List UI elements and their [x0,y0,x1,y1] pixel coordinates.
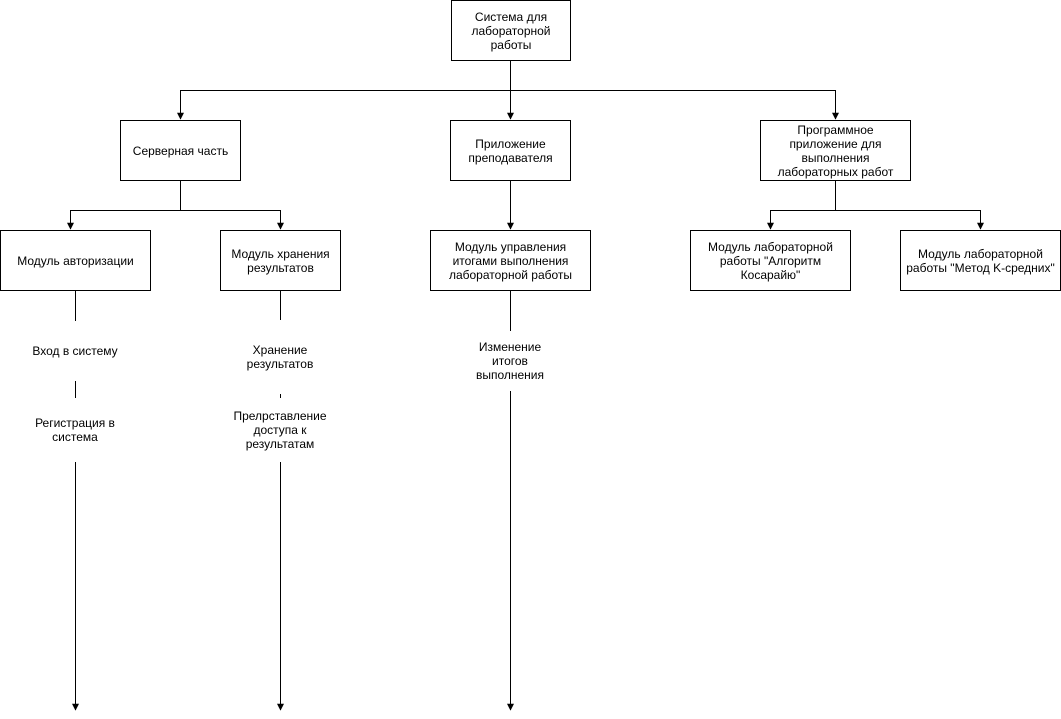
label-change-results: Изменение итогов выполнения [455,331,565,391]
node-auth-module-text: Модуль авторизации [17,253,134,268]
node-kosaraju-module: Модуль лабораторной работы "Алгоритм Кос… [690,230,851,291]
node-server-part-text: Серверная часть [132,143,229,158]
label-store-results-text: Хранение результатов [246,343,314,371]
node-storage-module-text: Модуль хранения результатов [231,246,330,275]
node-kmeans-module-text: Модуль лабораторной работы "Метод K-сред… [906,246,1055,275]
node-auth-module: Модуль авторизации [0,230,151,291]
node-storage-module: Модуль хранения результатов [220,230,341,291]
label-access-results: Прелрставление доступа к результатам [225,398,335,462]
label-registration: Регистрация в система [15,398,135,462]
label-login: Вход в систему [15,321,135,381]
node-root-system-text: Система для лабораторной работы [471,9,551,52]
node-teacher-app-text: Приложение преподавателя [468,136,553,165]
node-lab-app-text: Программное приложение для выполнения ла… [777,122,894,179]
label-store-results: Хранение результатов [225,320,335,394]
node-server-part: Серверная часть [120,120,241,181]
label-change-results-text: Изменение итогов выполнения [475,340,545,382]
label-registration-text: Регистрация в система [35,416,115,444]
node-teacher-app: Приложение преподавателя [450,120,571,181]
node-lab-app: Программное приложение для выполнения ла… [760,120,911,181]
node-results-module: Модуль управления итогами выполнения лаб… [430,230,591,291]
label-access-results-text: Прелрставление доступа к результатам [233,409,327,451]
node-root-system: Система для лабораторной работы [451,0,571,61]
node-results-module-text: Модуль управления итогами выполнения лаб… [448,239,573,282]
node-kosaraju-module-text: Модуль лабораторной работы "Алгоритм Кос… [708,239,833,282]
node-kmeans-module: Модуль лабораторной работы "Метод K-сред… [900,230,1061,291]
label-login-text: Вход в систему [32,344,118,358]
